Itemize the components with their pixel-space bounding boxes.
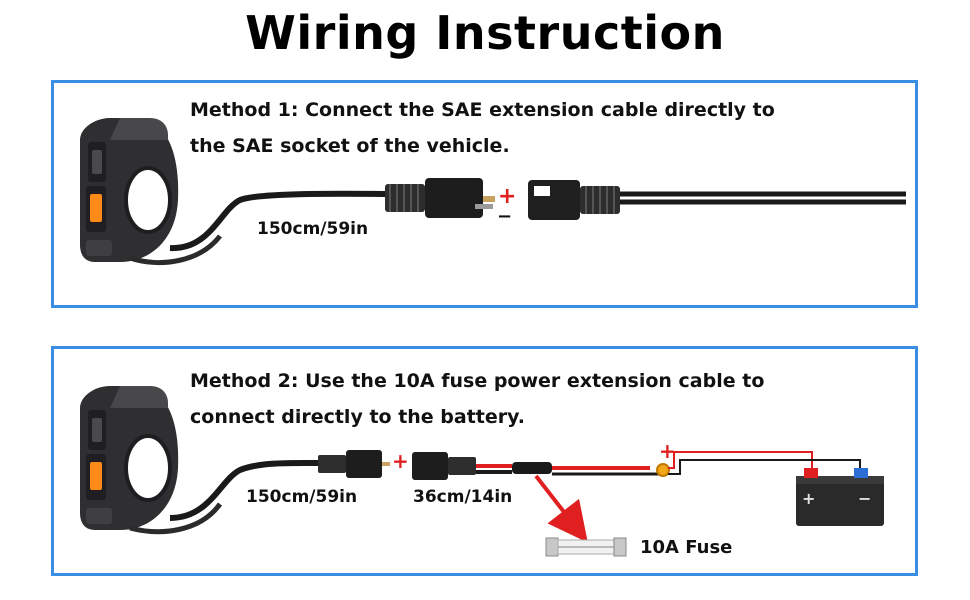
ring-terminal-icon — [656, 463, 670, 477]
minus-sign-1: − — [497, 206, 512, 227]
method-2-cable-length-label-2: 36cm/14in — [413, 487, 513, 507]
fuse-icon — [545, 537, 627, 557]
cable-1 — [169, 190, 389, 252]
method-2-cable-length-label-1: 150cm/59in — [246, 487, 358, 507]
fuse-arrow — [534, 474, 588, 543]
plus-sign-2: + — [392, 449, 409, 473]
fuse-label: 10A Fuse — [640, 537, 733, 558]
battery-positive-wire — [668, 451, 813, 469]
sae-connector-small-right-icon — [412, 452, 476, 480]
battery-plus-label: + — [802, 489, 815, 508]
fuse-holder-icon — [512, 462, 552, 474]
charger-device-icon — [80, 118, 179, 262]
cable-2 — [169, 459, 319, 521]
cable-2-back — [129, 502, 223, 535]
battery-minus-label: − — [858, 489, 871, 508]
sae-connector-right-icon — [528, 180, 620, 220]
charger-device-2-icon — [80, 386, 179, 530]
method-1-text-line-1: Method 1: Connect the SAE extension cabl… — [190, 99, 775, 121]
plus-sign-3: + — [659, 439, 676, 463]
battery-icon — [796, 468, 884, 526]
method-2-text-line-1: Method 2: Use the 10A fuse power extensi… — [190, 370, 765, 392]
method-2-text-line-2: connect directly to the battery. — [190, 406, 526, 428]
battery-negative-wire — [668, 459, 861, 475]
plus-sign-1: + — [498, 184, 516, 209]
page-title: Wiring Instruction — [245, 6, 725, 60]
method-1-cable-length-label: 150cm/59in — [257, 219, 369, 239]
sae-connector-left-icon — [385, 178, 495, 218]
sae-connector-small-left-icon — [318, 450, 390, 478]
cable-1-back — [129, 234, 222, 266]
method-1-text-line-2: the SAE socket of the vehicle. — [190, 135, 510, 157]
